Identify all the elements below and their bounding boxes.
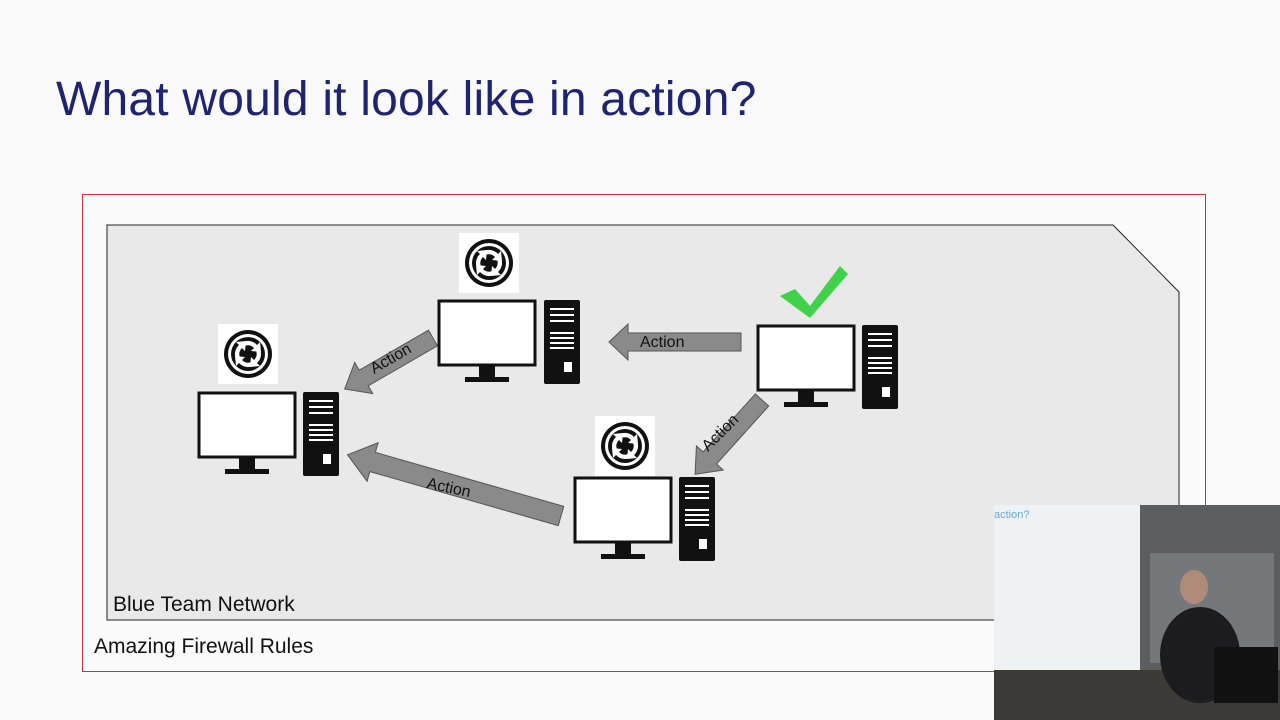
computer-right [756, 266, 898, 409]
action-arrow-bottom-to-left [346, 441, 565, 527]
sync-icon [595, 416, 655, 476]
projected-slide: action? [994, 505, 1140, 670]
firewall-label: Amazing Firewall Rules [94, 635, 314, 658]
checkmark-icon [780, 266, 848, 318]
presenter [1160, 570, 1278, 703]
action-arrow-label: Action [640, 334, 684, 351]
sync-icon [218, 324, 278, 384]
network-label: Blue Team Network [113, 593, 295, 616]
action-arrow-right-to-bottom [694, 393, 770, 475]
action-arrow-top-to-left [343, 329, 439, 395]
projected-slide-text: action? [994, 509, 1030, 521]
webcam-overlay: action? [994, 505, 1280, 720]
action-arrow-right-to-top: Action [608, 322, 742, 362]
sync-icon [459, 233, 519, 293]
slide-title: What would it look like in action? [56, 73, 757, 126]
